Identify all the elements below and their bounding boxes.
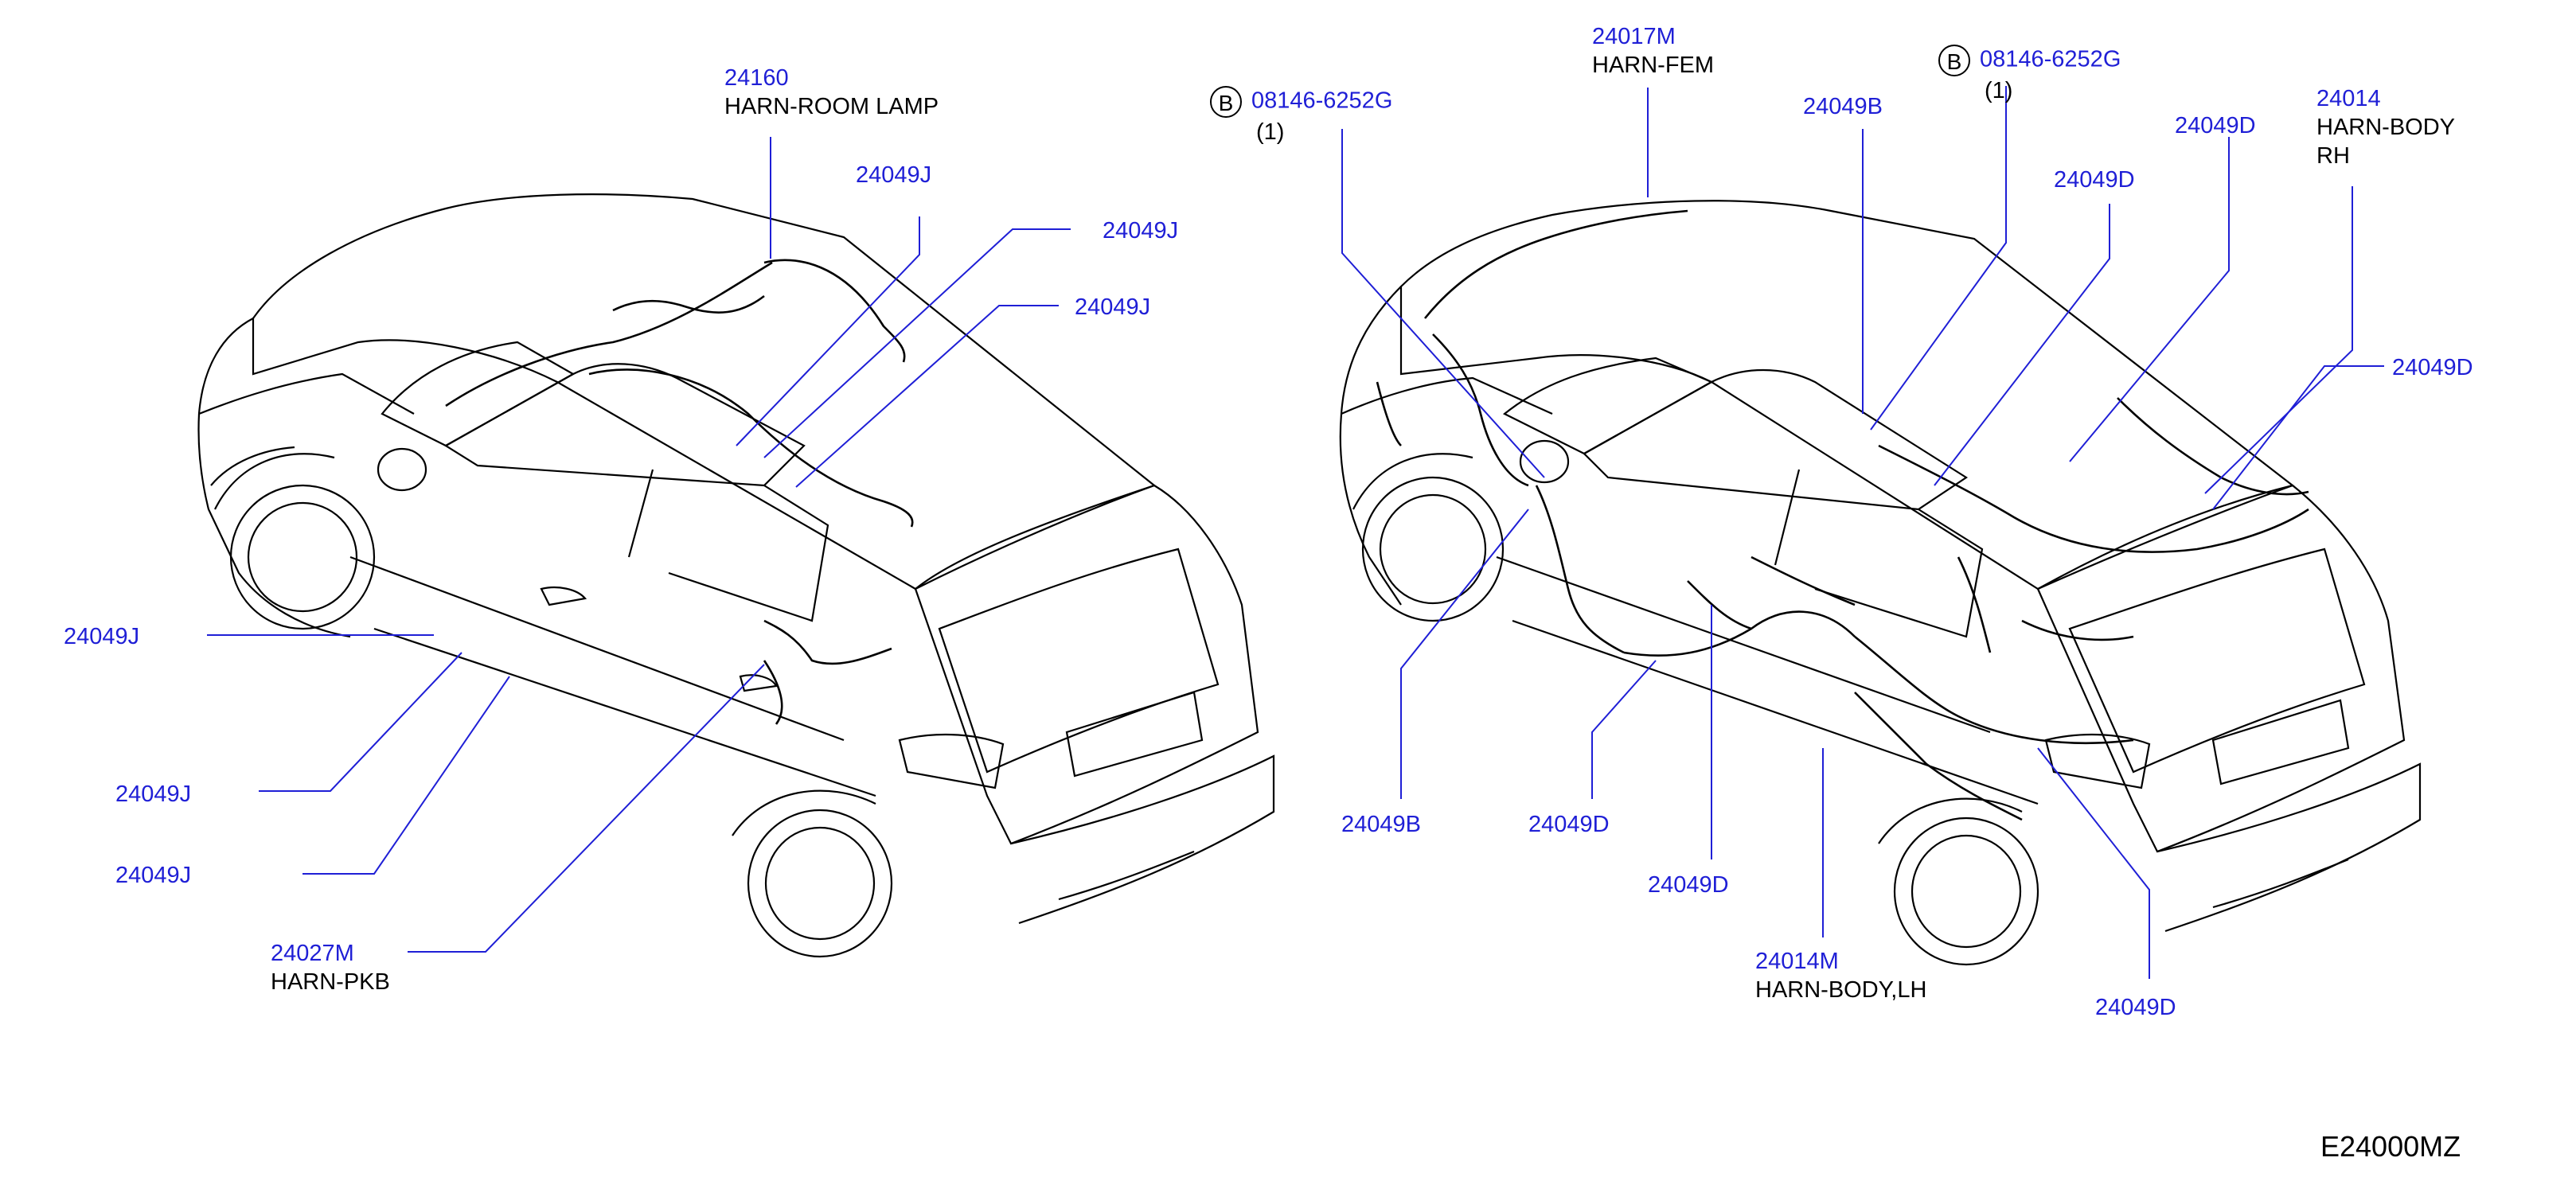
part-name: HARN-BODY bbox=[2316, 115, 2456, 140]
part-number[interactable]: 24049D bbox=[1648, 872, 1729, 898]
label-bolt-right[interactable]: B 08146-6252G (1) bbox=[1938, 45, 2121, 105]
label-clip-24049d-2[interactable]: 24049D bbox=[2175, 111, 2256, 140]
part-number[interactable]: 24049J bbox=[115, 781, 192, 807]
diagram-code: E24000MZ bbox=[2320, 1130, 2461, 1163]
part-number[interactable]: 24014M bbox=[1755, 949, 1839, 974]
bolt-symbol-icon: B bbox=[1938, 45, 1970, 76]
part-number[interactable]: 24160 bbox=[724, 65, 789, 91]
label-harn-room-lamp[interactable]: 24160 HARN-ROOM LAMP bbox=[724, 64, 939, 121]
label-harn-body-rh[interactable]: 24014 HARN-BODY RH bbox=[2316, 84, 2455, 170]
right-vehicle-harnesses bbox=[1376, 209, 2309, 821]
part-number[interactable]: 24049D bbox=[2054, 167, 2135, 193]
part-number[interactable]: 24049D bbox=[1528, 812, 1610, 837]
part-number[interactable]: 24049B bbox=[1803, 94, 1883, 119]
part-name-side: RH bbox=[2316, 143, 2350, 169]
part-number[interactable]: 24014 bbox=[2316, 86, 2381, 111]
part-number[interactable]: 24049D bbox=[2175, 113, 2256, 138]
part-number[interactable]: 24027M bbox=[271, 941, 354, 966]
part-number[interactable]: 24049J bbox=[856, 162, 932, 188]
part-number[interactable]: 24049B bbox=[1341, 812, 1421, 837]
label-harn-fem[interactable]: 24017M HARN-FEM bbox=[1592, 22, 1714, 80]
left-vehicle-outline bbox=[197, 193, 1275, 958]
quantity: (1) bbox=[1985, 78, 2013, 103]
label-clip-24049j-1[interactable]: 24049J bbox=[856, 161, 931, 189]
part-number[interactable]: 24049D bbox=[2392, 355, 2473, 380]
label-clip-24049j-5[interactable]: 24049J bbox=[115, 780, 191, 809]
label-clip-24049d-3[interactable]: 24049D bbox=[2392, 353, 2473, 382]
label-bolt-left[interactable]: B 08146-6252G (1) bbox=[1210, 86, 1392, 146]
part-number[interactable]: 08146-6252G bbox=[1980, 46, 2121, 72]
label-harn-pkb[interactable]: 24027M HARN-PKB bbox=[271, 939, 390, 996]
part-number[interactable]: 24049J bbox=[115, 863, 192, 888]
label-clip-24049d-4[interactable]: 24049D bbox=[1528, 810, 1610, 839]
label-clip-24049d-6[interactable]: 24049D bbox=[2095, 993, 2176, 1022]
label-clip-24049j-2[interactable]: 24049J bbox=[1103, 216, 1178, 245]
part-number[interactable]: 24049J bbox=[64, 624, 140, 649]
part-number[interactable]: 24049J bbox=[1103, 218, 1179, 244]
part-name: HARN-BODY,LH bbox=[1755, 977, 1927, 1003]
label-clip-24049d-5[interactable]: 24049D bbox=[1648, 871, 1729, 899]
part-name: HARN-FEM bbox=[1592, 53, 1715, 78]
label-clip-24049d-1[interactable]: 24049D bbox=[2054, 166, 2135, 194]
right-vehicle-outline bbox=[1339, 200, 2422, 966]
part-number[interactable]: 24049J bbox=[1075, 294, 1151, 320]
label-harn-body-lh[interactable]: 24014M HARN-BODY,LH bbox=[1755, 947, 1926, 1004]
part-name: HARN-PKB bbox=[271, 969, 390, 995]
left-vehicle-harnesses bbox=[445, 259, 914, 725]
label-clip-24049b-top[interactable]: 24049B bbox=[1803, 92, 1883, 121]
quantity: (1) bbox=[1256, 119, 1285, 145]
part-number[interactable]: 24049D bbox=[2095, 995, 2176, 1020]
label-clip-24049j-6[interactable]: 24049J bbox=[115, 861, 191, 890]
part-name: HARN-ROOM LAMP bbox=[724, 94, 939, 119]
part-number[interactable]: 24017M bbox=[1592, 24, 1676, 49]
bolt-symbol-icon: B bbox=[1210, 86, 1242, 118]
label-clip-24049j-3[interactable]: 24049J bbox=[1075, 293, 1150, 322]
label-clip-24049b-bottom[interactable]: 24049B bbox=[1341, 810, 1421, 839]
leader-lines bbox=[207, 86, 2384, 979]
label-clip-24049j-4[interactable]: 24049J bbox=[64, 622, 139, 651]
part-number[interactable]: 08146-6252G bbox=[1251, 88, 1393, 114]
